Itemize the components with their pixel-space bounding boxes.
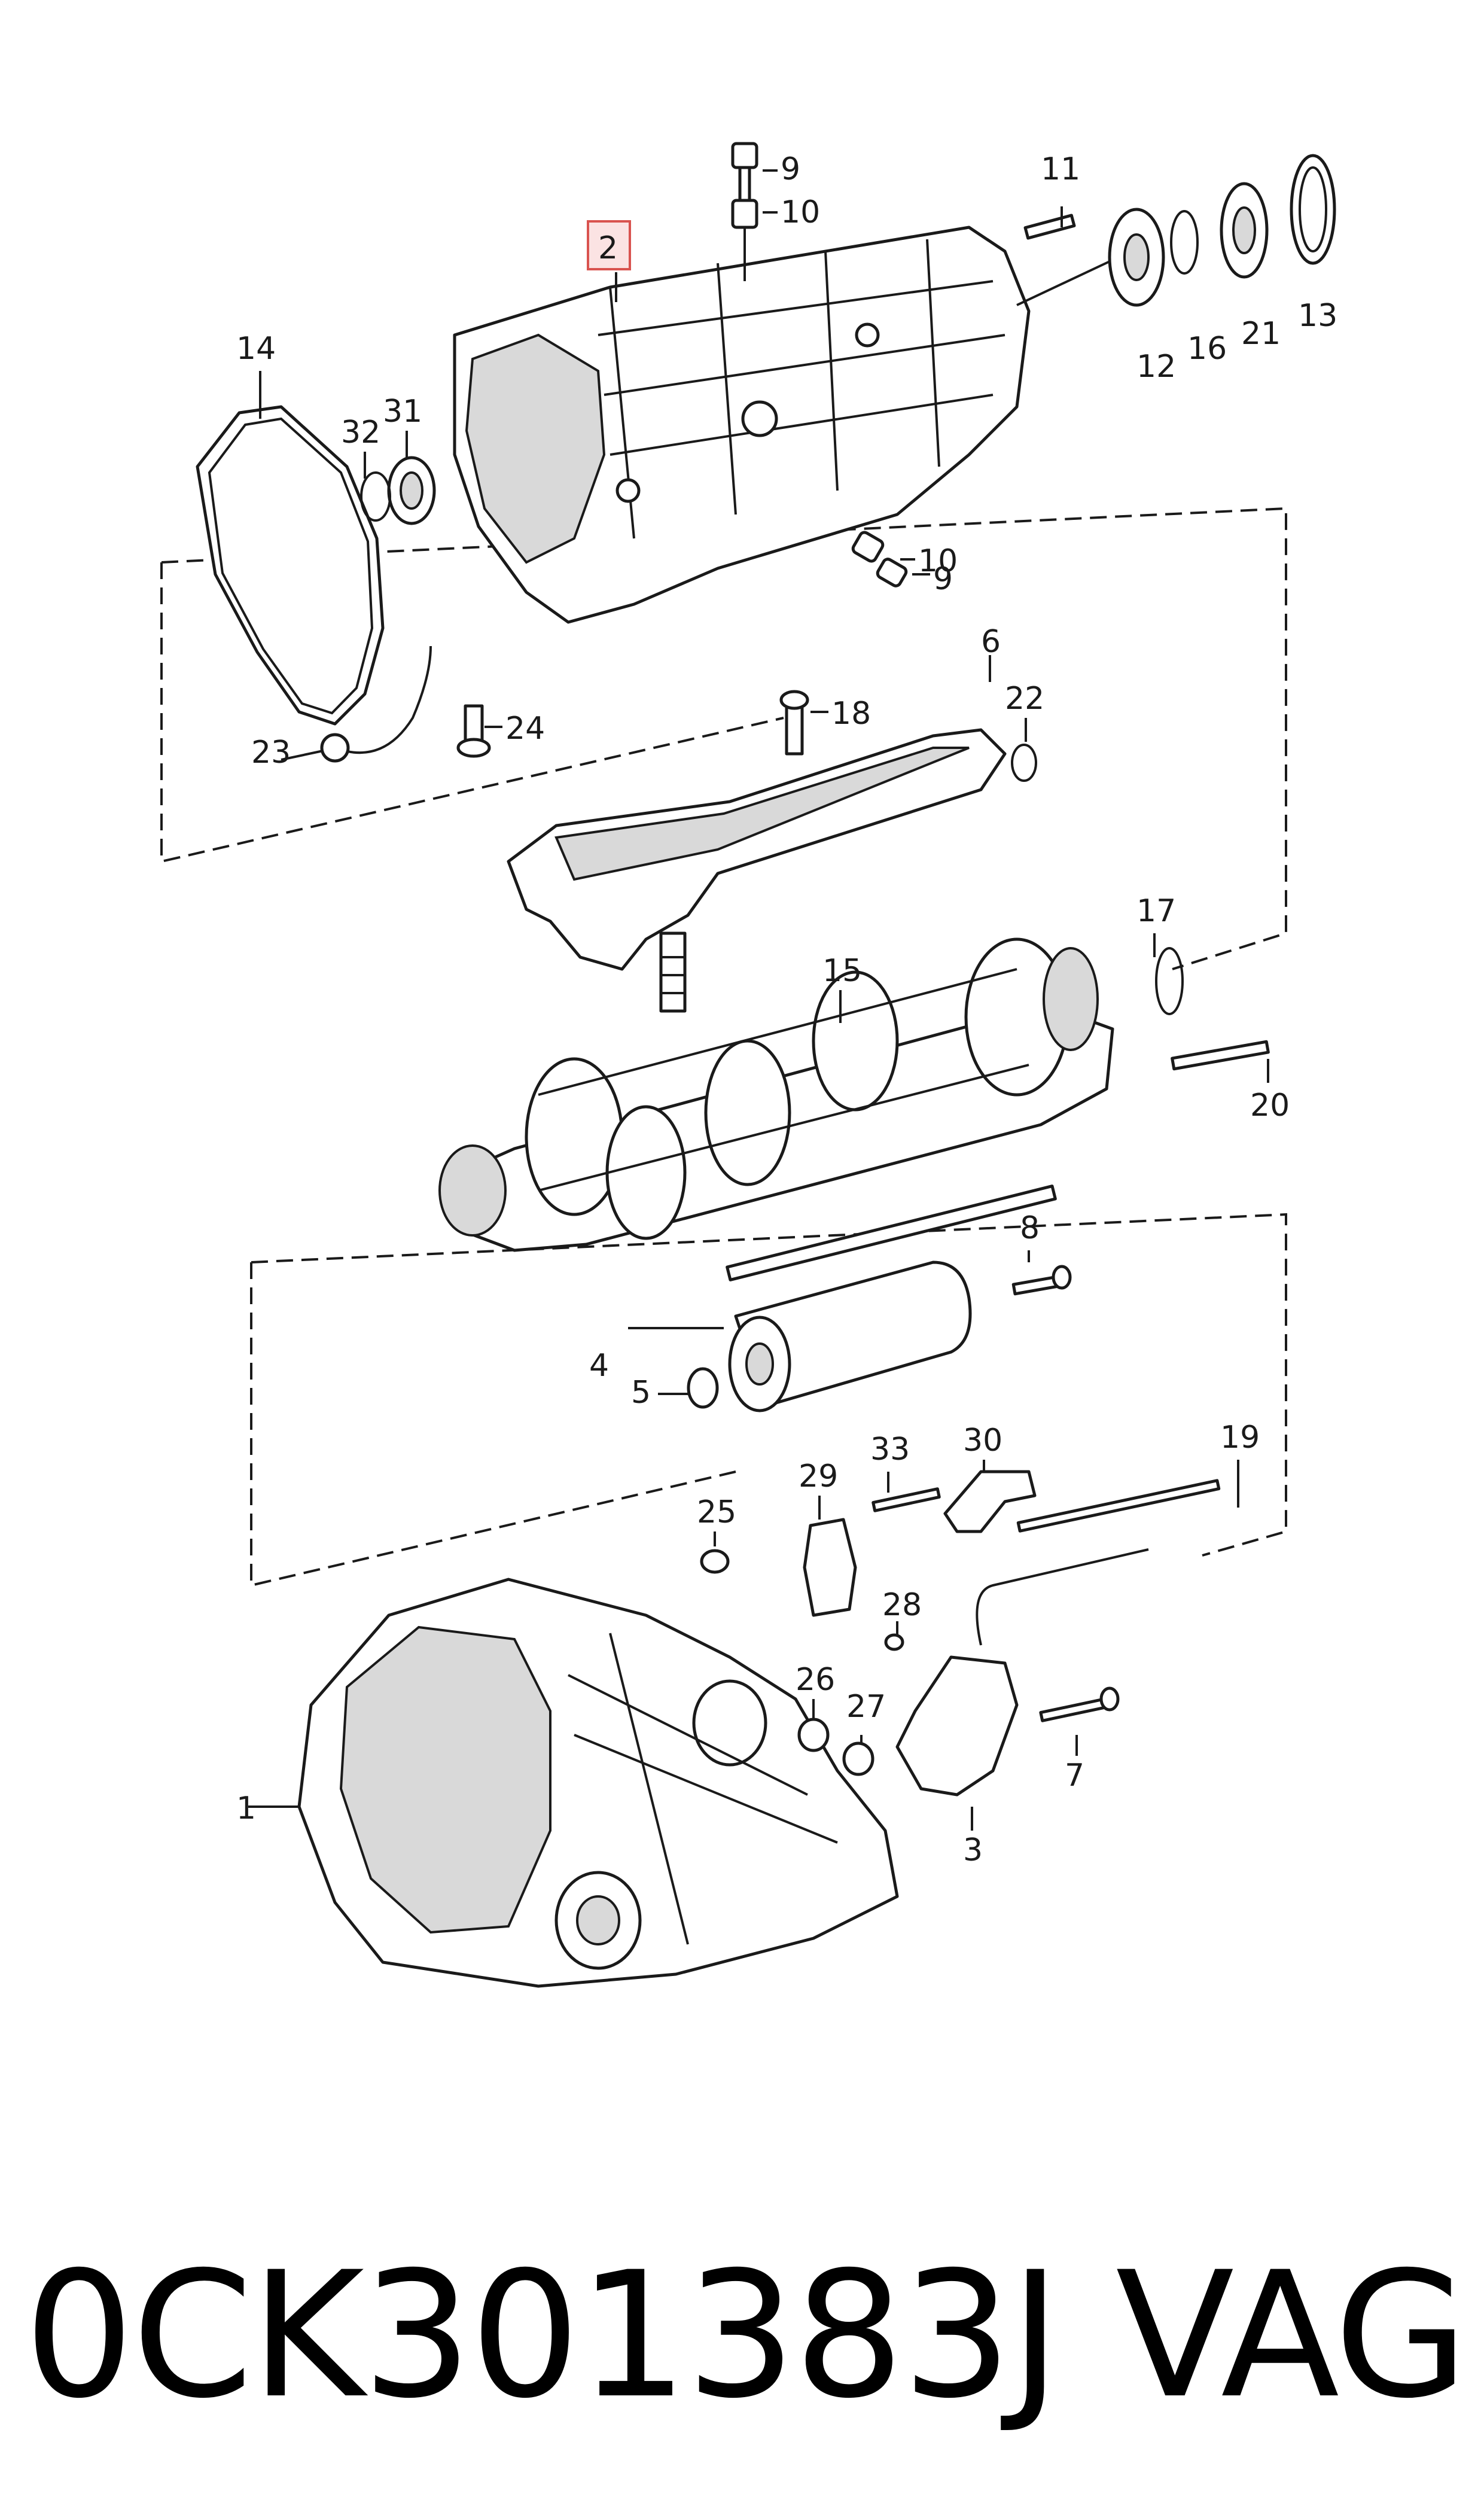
callout-32: 32 bbox=[341, 415, 380, 450]
callout-10-top: 10 bbox=[781, 194, 820, 230]
part-number: 0CK301383J bbox=[24, 2235, 1061, 2437]
leader-lines bbox=[248, 169, 1269, 1831]
callout-24: 24 bbox=[505, 711, 545, 747]
part-number-footer: 0CK301383J VAG bbox=[0, 2154, 1484, 2518]
callout-5: 5 bbox=[631, 1375, 651, 1411]
cover-plate-gasket bbox=[196, 405, 385, 726]
callout-10-lower: 10 bbox=[918, 543, 958, 579]
bearings-right bbox=[1016, 154, 1336, 307]
callout-7: 7 bbox=[1065, 1758, 1084, 1794]
callout-3: 3 bbox=[963, 1832, 983, 1868]
callout-23: 23 bbox=[251, 735, 291, 771]
assembly-frame-middle bbox=[251, 1213, 1287, 1557]
callout-29: 29 bbox=[799, 1459, 838, 1494]
bolt-9-sleeve-10-lower bbox=[851, 531, 908, 587]
highlight-box-part-2 bbox=[587, 220, 631, 270]
callout-12: 12 bbox=[1136, 349, 1176, 385]
small-parts-lower bbox=[700, 1470, 1221, 1797]
brand-name: VAG bbox=[1116, 2235, 1468, 2437]
exploded-parts-diagram: 2 9 10 11 12 16 21 13 14 31 32 10 9 6 22… bbox=[160, 142, 1337, 1988]
callout-31: 31 bbox=[383, 394, 422, 430]
callout-19: 19 bbox=[1220, 1420, 1260, 1456]
callout-25: 25 bbox=[697, 1494, 736, 1530]
callout-17: 17 bbox=[1136, 893, 1176, 929]
callout-4: 4 bbox=[589, 1348, 609, 1384]
callout-1: 1 bbox=[236, 1791, 256, 1826]
callout-9-lower: 9 bbox=[933, 561, 953, 597]
sensor-cable-23-bolt-24 bbox=[320, 646, 491, 763]
bearing-31-circlip-32 bbox=[360, 456, 436, 525]
callout-2: 2 bbox=[598, 230, 618, 266]
callout-18: 18 bbox=[831, 696, 871, 732]
callout-15: 15 bbox=[822, 953, 862, 989]
assembly-frame-middle-left bbox=[250, 1262, 736, 1587]
callout-8: 8 bbox=[1020, 1210, 1040, 1246]
callout-9-top: 9 bbox=[781, 151, 800, 187]
callout-21: 21 bbox=[1241, 316, 1281, 352]
callout-14: 14 bbox=[236, 331, 276, 367]
gear-shaft-assembly-15 bbox=[438, 937, 1270, 1281]
callout-33: 33 bbox=[870, 1432, 910, 1467]
callout-28: 28 bbox=[882, 1587, 922, 1623]
bolt-9-sleeve-10-top bbox=[731, 142, 758, 281]
callout-labels: 2 9 10 11 12 16 21 13 14 31 32 10 9 6 22… bbox=[236, 151, 1337, 1868]
callout-27: 27 bbox=[846, 1689, 886, 1725]
callout-13: 13 bbox=[1298, 298, 1337, 334]
valve-body-6 bbox=[507, 690, 1037, 1013]
gearbox-housing-rear bbox=[453, 226, 1031, 624]
gearbox-housing-front bbox=[297, 1578, 899, 1988]
callout-20: 20 bbox=[1250, 1088, 1290, 1123]
callout-16: 16 bbox=[1187, 331, 1227, 367]
callout-26: 26 bbox=[796, 1662, 835, 1698]
filter-4-seal-5 bbox=[687, 1260, 1072, 1412]
callout-22: 22 bbox=[1005, 681, 1044, 717]
callout-11: 11 bbox=[1041, 151, 1080, 187]
callout-6: 6 bbox=[981, 624, 1001, 660]
callout-30: 30 bbox=[963, 1423, 1002, 1459]
